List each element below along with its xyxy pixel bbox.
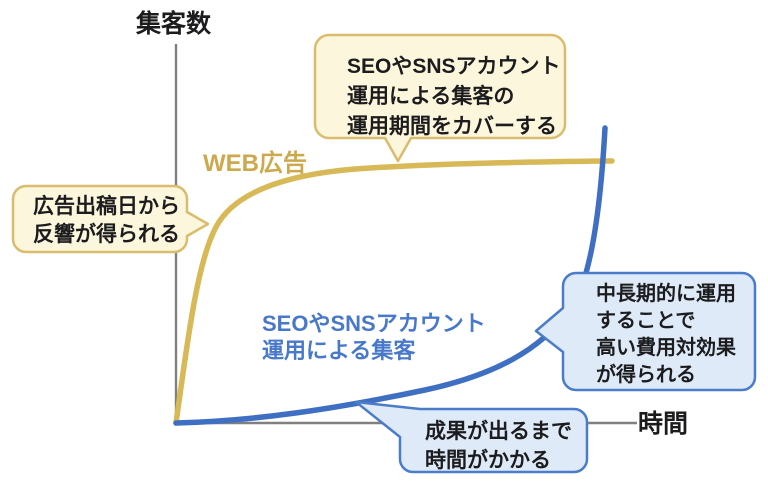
y-axis-label: 集客数 — [136, 10, 212, 38]
callout-text-top: SEOやSNSアカウント 運用による集客の 運用期間をカバーする — [347, 55, 561, 138]
seo-sns-curve — [173, 125, 608, 426]
callout-bubble-left — [11, 184, 210, 254]
callout-bubble-right — [534, 271, 757, 392]
callout-text-bottom: 成果が出るまで 時間がかかる — [425, 420, 572, 472]
x-axis-label: 時間 — [638, 410, 689, 438]
callout-bubble-bottom — [354, 400, 589, 474]
callout-text-left: 広告出稿日から 反響が得られる — [33, 195, 180, 246]
callout-text-right: 中長期的に運用 することで 高い費用対効果 が得られる — [596, 283, 736, 386]
callout-bubble-top — [313, 33, 567, 163]
web-ad-curve — [173, 158, 615, 426]
web-ad-series-label: WEB広告 — [203, 150, 307, 177]
seo-sns-series-label: SEOやSNSアカウント 運用による集客 — [262, 311, 486, 363]
